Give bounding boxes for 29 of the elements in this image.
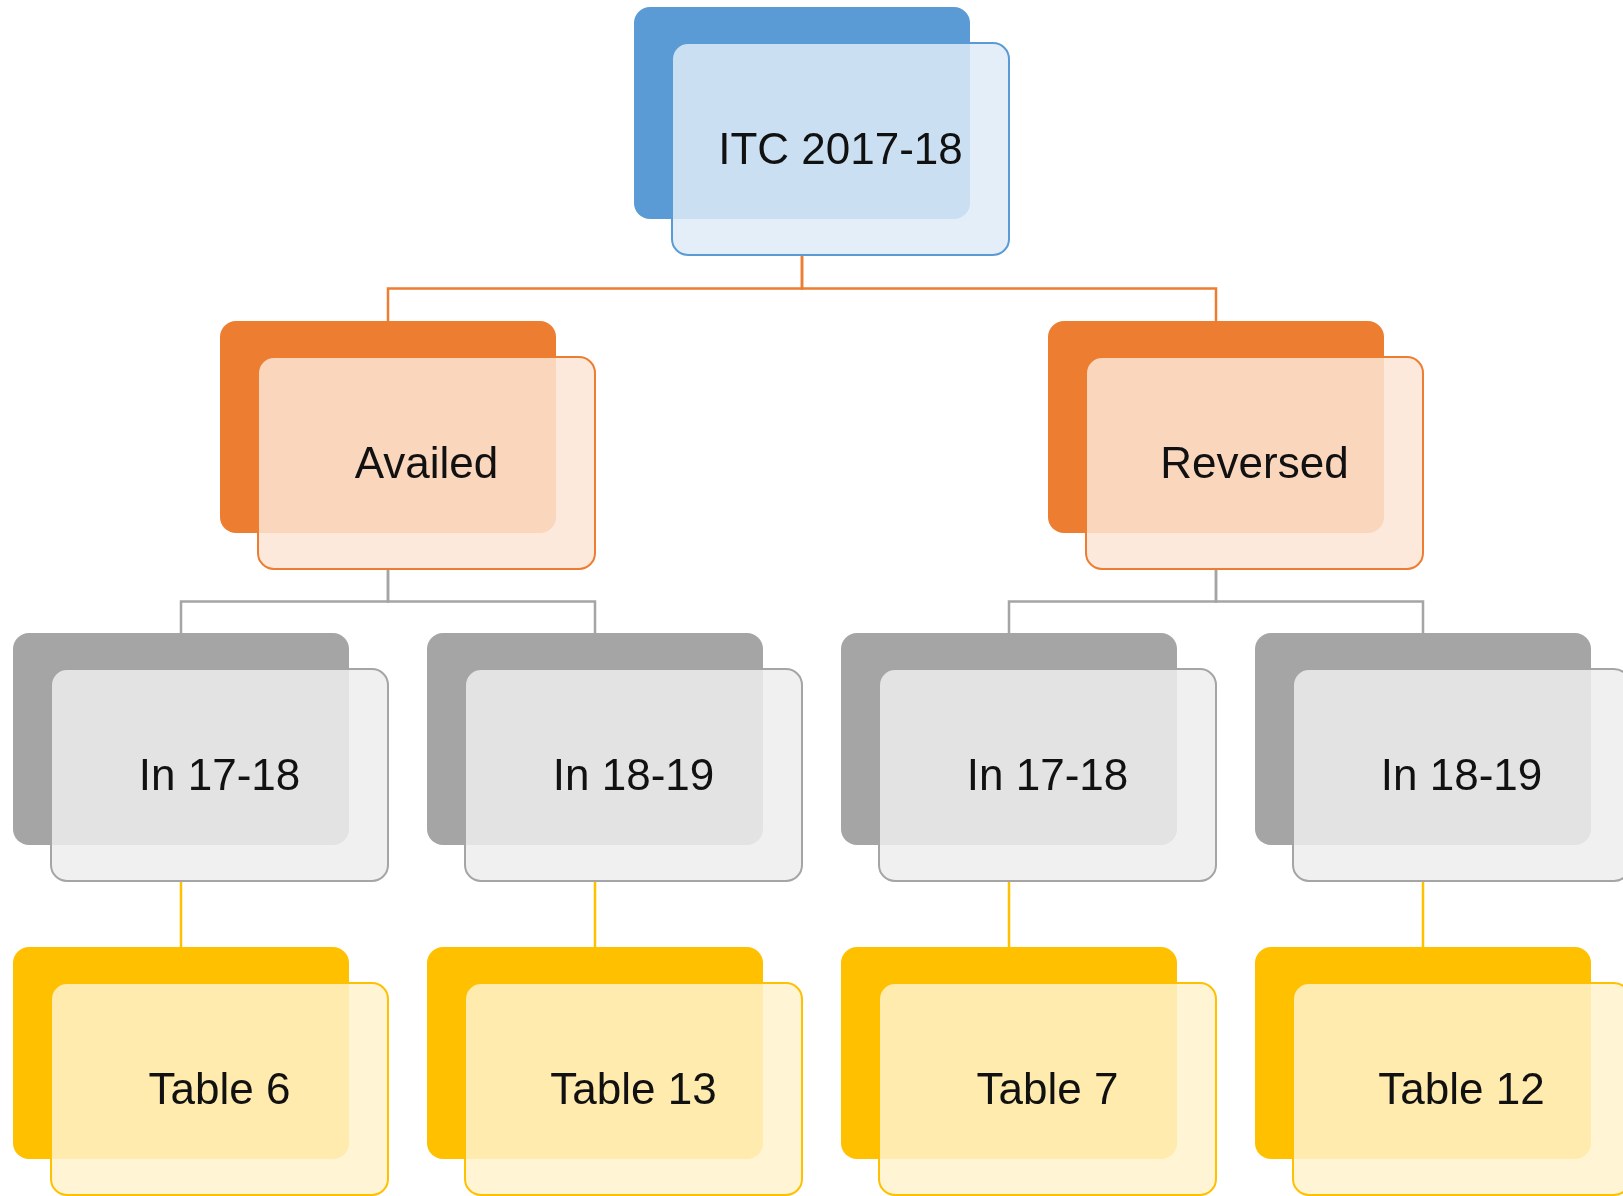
node-label: Availed xyxy=(354,438,499,488)
connector-line xyxy=(179,882,183,947)
node-label: Reversed xyxy=(1160,438,1349,488)
node-label: ITC 2017-18 xyxy=(718,124,963,174)
stacked-box xyxy=(634,7,1010,256)
stacked-box xyxy=(220,321,596,570)
connector-line xyxy=(800,256,1218,321)
node-label: In 17-18 xyxy=(966,750,1129,800)
connector-line xyxy=(1007,882,1011,947)
stacked-box xyxy=(13,947,389,1196)
node-label: In 17-18 xyxy=(138,750,301,800)
stacked-box xyxy=(1048,321,1424,570)
node-label: In 18-19 xyxy=(1380,750,1543,800)
stacked-box xyxy=(841,633,1217,882)
stacked-box xyxy=(427,947,803,1196)
connector-line xyxy=(386,570,597,633)
stacked-box xyxy=(1255,947,1623,1196)
stacked-box xyxy=(841,947,1217,1196)
stacked-box xyxy=(13,633,389,882)
connector-line xyxy=(1421,882,1425,947)
connector-line xyxy=(1214,570,1425,633)
node-label: Table 7 xyxy=(976,1064,1119,1114)
node-label: In 18-19 xyxy=(552,750,715,800)
stacked-box xyxy=(1255,633,1623,882)
connector-line xyxy=(593,882,597,947)
stacked-box xyxy=(427,633,803,882)
node-label: Table 13 xyxy=(550,1064,717,1114)
node-label: Table 6 xyxy=(148,1064,291,1114)
node-label: Table 12 xyxy=(1378,1064,1545,1114)
